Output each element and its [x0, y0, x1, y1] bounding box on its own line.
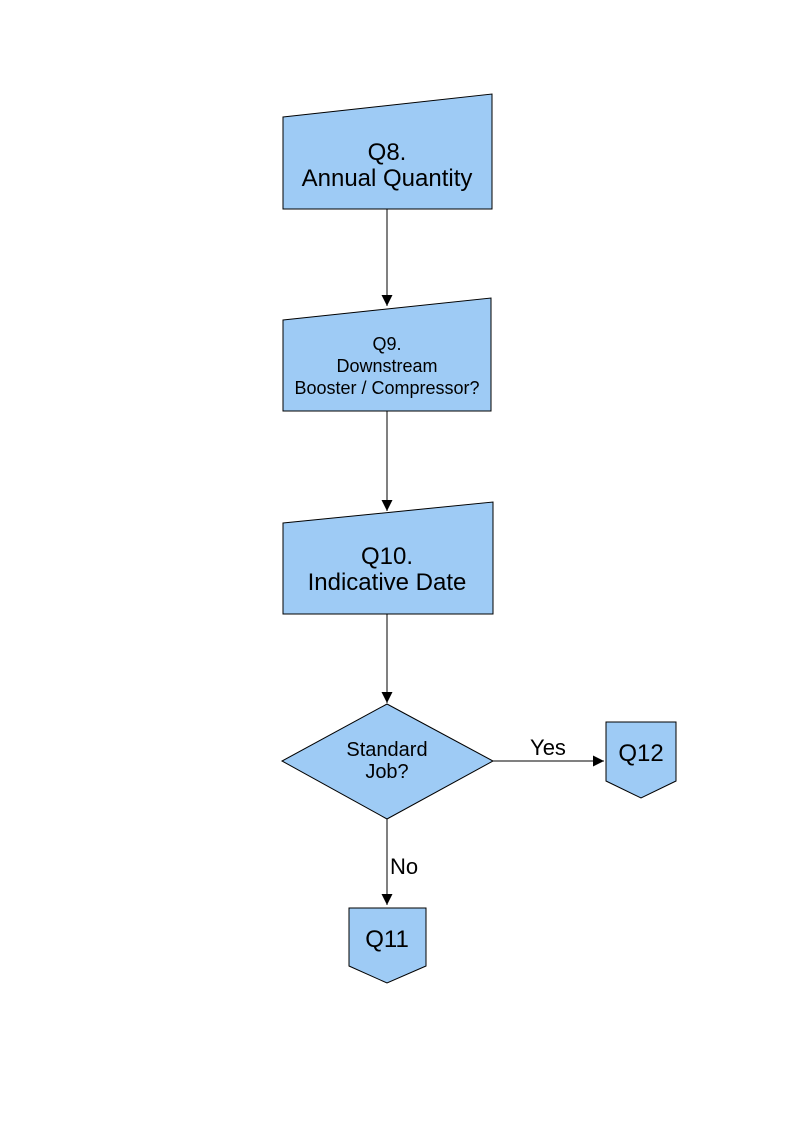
q12-shield-shape	[605, 721, 677, 799]
q8-label-line2: Annual Quantity	[302, 165, 473, 192]
q10-label-line1: Q10.	[361, 543, 413, 570]
q8-label-line1: Q8.	[368, 139, 407, 166]
decision-label-line2: Job?	[365, 761, 408, 783]
node-q12-connector: Q12	[605, 721, 677, 799]
q9-label-line3: Booster / Compressor?	[294, 378, 479, 398]
q9-label-line2: Downstream	[336, 356, 437, 376]
q9-box-shape	[282, 297, 492, 412]
q10-box-shape	[282, 501, 494, 615]
node-q10-indicative-date: Q10. Indicative Date	[282, 501, 494, 615]
node-q9-downstream-booster: Q9. Downstream Booster / Compressor?	[282, 297, 492, 412]
no-branch-label: No	[390, 854, 418, 879]
q9-label-line1: Q9.	[372, 334, 401, 354]
node-q8-annual-quantity: Q8. Annual Quantity	[282, 93, 493, 210]
q10-label-line2: Indicative Date	[308, 569, 467, 596]
q11-shield-shape	[348, 907, 427, 984]
q11-label: Q11	[365, 926, 409, 953]
node-q11-connector: Q11	[348, 907, 427, 984]
decision-label-line1: Standard	[346, 739, 427, 761]
q12-label: Q12	[618, 740, 663, 767]
q8-box-shape	[282, 93, 493, 210]
yes-branch-label: Yes	[530, 735, 566, 760]
node-decision-standard-job: Standard Job?	[280, 703, 495, 820]
